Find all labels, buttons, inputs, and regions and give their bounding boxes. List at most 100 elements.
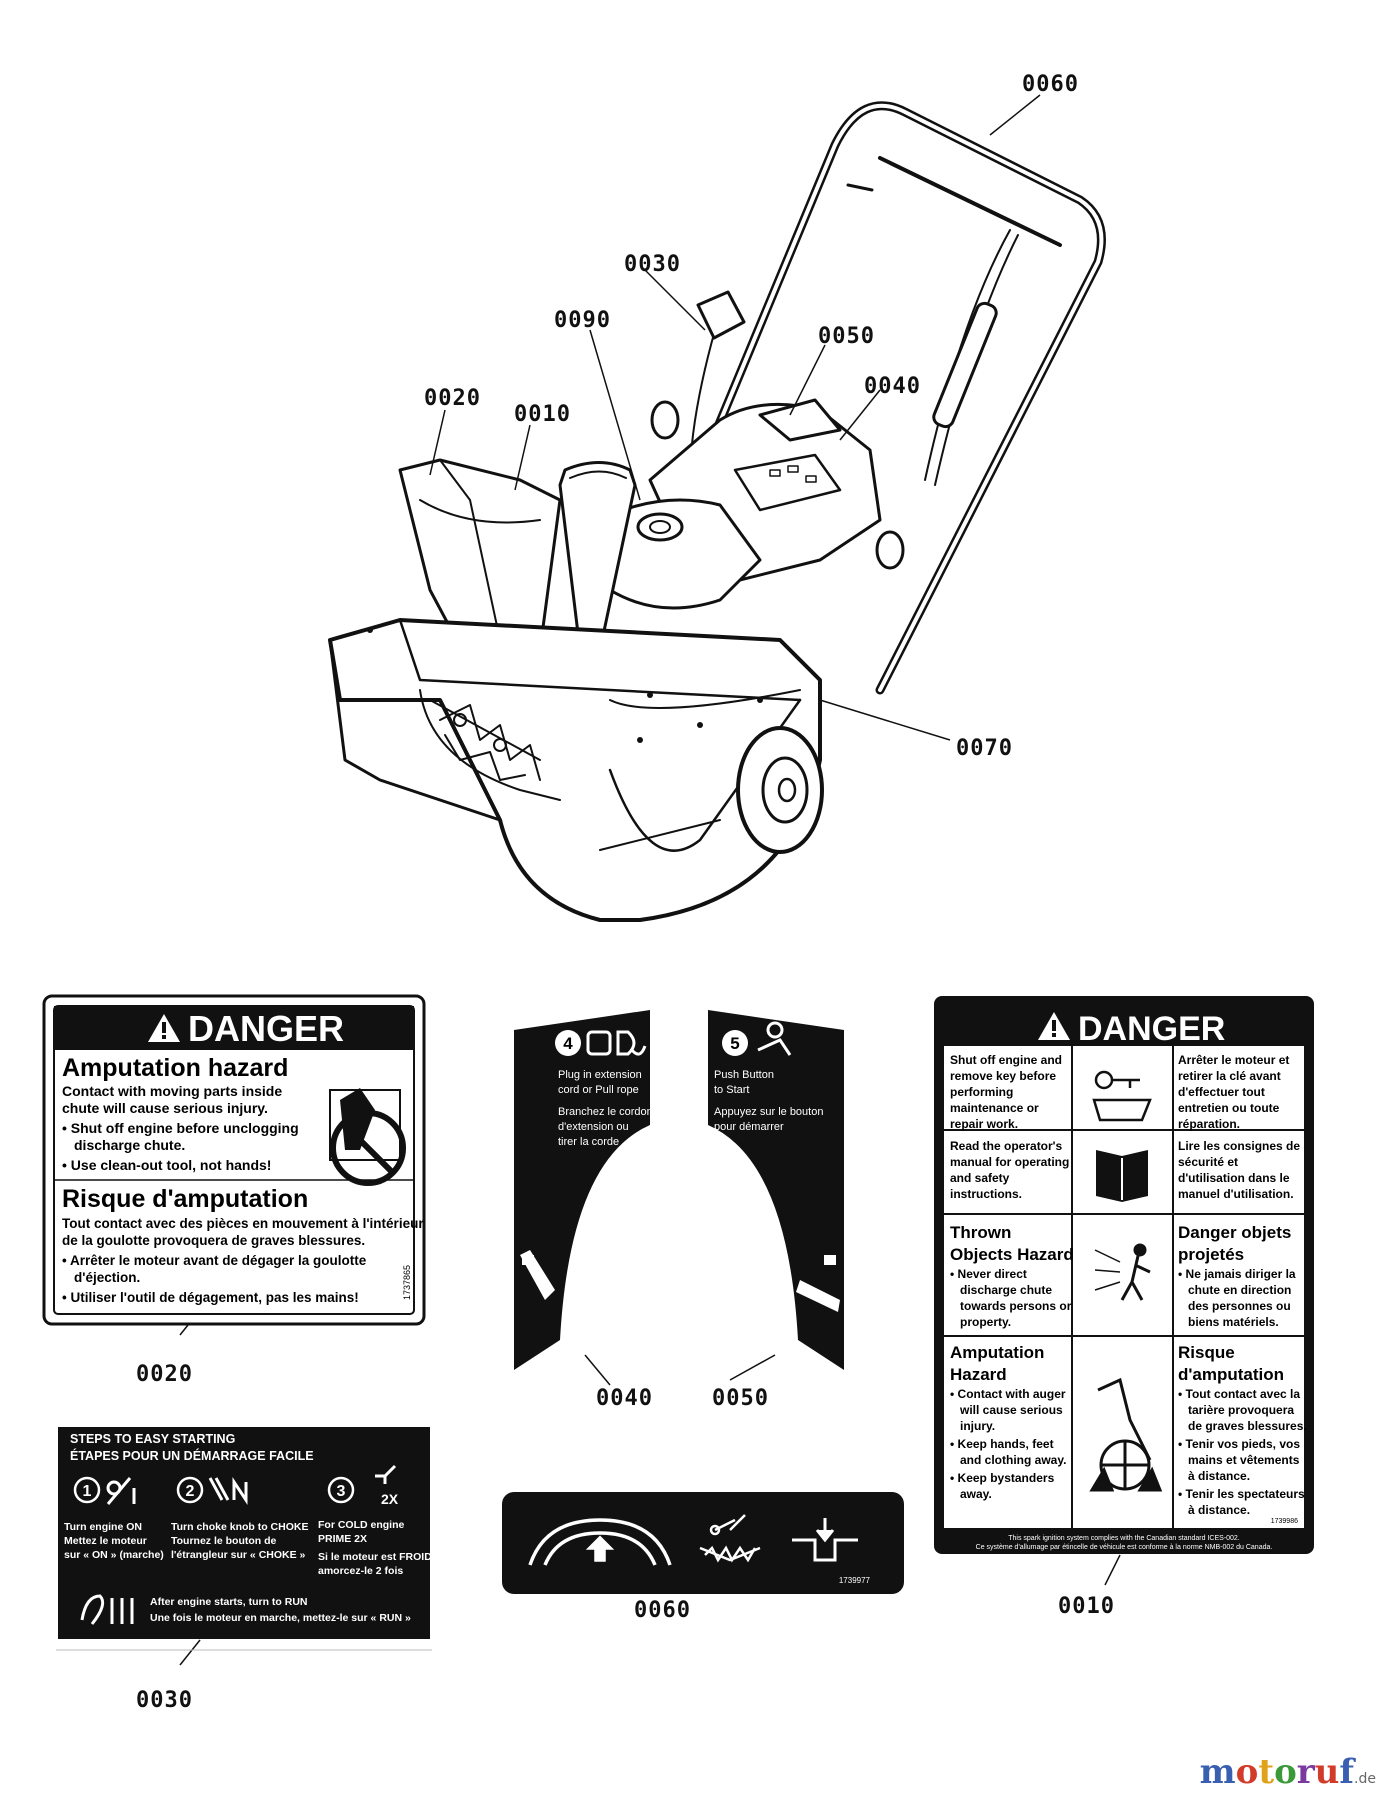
decal-0030-title-fr: ÉTAPES POUR UN DÉMARRAGE FACILE — [70, 1448, 314, 1463]
decal-0030-c1-1: Mettez le moteur — [64, 1535, 147, 1547]
decal-0010-r4-fr-7: à distance. — [1188, 1503, 1250, 1517]
brand-logo[interactable]: motoruf.de — [1200, 1752, 1376, 1792]
decal-0030-c3-1: PRIME 2X — [318, 1533, 367, 1545]
decal-0010-r4-en-2: injury. — [960, 1419, 995, 1433]
callout-0030-decal: 0030 — [136, 1688, 193, 1713]
decal-0010-r4-fr-0: • Tout contact avec la — [1178, 1387, 1300, 1401]
decal-0010-r2-fr-2: d'utilisation dans le — [1178, 1171, 1290, 1185]
decal-0020-part-no: 1737865 — [402, 1265, 412, 1300]
primer-icon — [375, 1464, 397, 1484]
brand-letter: r — [1296, 1752, 1315, 1792]
callout-0070-housing: 0070 — [956, 736, 1013, 761]
decal-0050-fr2: pour démarrer — [714, 1121, 784, 1133]
decal-0020-header: DANGER — [188, 1008, 344, 1049]
callout-0060-handle: 0060 — [1022, 72, 1079, 97]
brand-letter: m — [1199, 1752, 1236, 1792]
brand-letter: o — [1235, 1752, 1259, 1792]
decal-0030-step-2: 2 — [186, 1483, 195, 1500]
decal-0010-r4-en-6: away. — [960, 1487, 992, 1501]
decal-0040-fr2: d'extension ou — [558, 1121, 629, 1133]
brand-letter: f — [1339, 1752, 1355, 1792]
brand-letter: u — [1314, 1752, 1340, 1792]
snow-thrower-illustration — [328, 101, 1106, 922]
decal-0030-c3-3: amorcez-le 2 fois — [318, 1565, 403, 1577]
callout-0050-decal: 0050 — [712, 1386, 769, 1411]
brand-letter: t — [1258, 1752, 1275, 1792]
decal-0060: 1739977 — [502, 1492, 904, 1594]
decal-0010-r1-en-4: repair work. — [950, 1117, 1018, 1131]
decal-0020-title-fr: Risque d'amputation — [62, 1185, 308, 1213]
decal-0030-after-en: After engine starts, turn to RUN — [150, 1596, 308, 1608]
push-button-icon — [757, 1021, 792, 1056]
decal-0010-r1-fr-2: d'effectuer tout — [1178, 1085, 1265, 1099]
decal-0010-r2-en-0: Read the operator's — [950, 1139, 1063, 1153]
decal-0030-c2-2: l'étrangleur sur « CHOKE » — [171, 1549, 306, 1561]
decal-0010-r3-fr-1: chute en direction — [1188, 1283, 1291, 1297]
decal-0040-en2: cord or Pull rope — [558, 1084, 639, 1096]
callout-0040-decal: 0040 — [596, 1386, 653, 1411]
decal-0050-step: 5 — [730, 1034, 739, 1053]
decal-0010-r4-fr-5: à distance. — [1188, 1469, 1250, 1483]
decal-0010-r4-fr-title-1: d'amputation — [1178, 1365, 1284, 1384]
callout-0020-chute: 0020 — [424, 386, 481, 411]
decal-0020-b1a: • Shut off engine before unclogging — [62, 1120, 299, 1136]
decal-0010-r4-fr-1: tarière provoquera — [1188, 1403, 1294, 1417]
decal-0030-c3-2: Si le moteur est FROID — [318, 1551, 432, 1563]
engine-on-icon — [106, 1477, 136, 1505]
auger-amputation-icon — [1089, 1377, 1163, 1492]
callout-0020-decal: 0020 — [136, 1362, 193, 1387]
callout-0090: 0090 — [554, 308, 611, 333]
decal-0060-part-no: 1739977 — [839, 1576, 871, 1585]
decal-0010-r4-fr-6: • Tenir les spectateurs — [1178, 1487, 1305, 1501]
decal-0010-r4-en-0: • Contact with auger — [950, 1387, 1066, 1401]
decal-0010-r4-fr-3: • Tenir vos pieds, vos — [1178, 1437, 1300, 1451]
decal-0010-r3-fr-title-0: Danger objets — [1178, 1223, 1291, 1242]
callout-0040-engine: 0040 — [864, 374, 921, 399]
handle-grip-icon — [528, 1518, 672, 1566]
decal-0020-line2: chute will cause serious injury. — [62, 1100, 268, 1116]
decal-0030-c1-2: sur « ON » (marche) — [64, 1549, 164, 1561]
decal-0010-r1-fr-0: Arrêter le moteur et — [1178, 1053, 1289, 1067]
decal-0010-r3-en-title-0: Thrown — [950, 1223, 1011, 1242]
decal-0010-r4-fr-title-0: Risque — [1178, 1343, 1235, 1362]
decal-0010-footer-1: This spark ignition system complies with… — [1008, 1535, 1240, 1542]
decal-0010-r4-fr-2: de graves blessures. — [1188, 1419, 1307, 1433]
decal-0010-r3-fr-2: des personnes ou — [1188, 1299, 1291, 1313]
callout-0030-control: 0030 — [624, 252, 681, 277]
decal-0010-r1-fr-1: retirer la clé avant — [1178, 1069, 1281, 1083]
decal-0030-step-1: 1 — [83, 1483, 92, 1500]
decal-0010-r1-en-2: performing — [950, 1085, 1013, 1099]
decal-0010-r2-fr-1: sécurité et — [1178, 1155, 1238, 1169]
decal-0010-r4-en-title-1: Hazard — [950, 1365, 1007, 1384]
auger-engage-icon — [699, 1514, 761, 1563]
decal-0050: 5 Push Button to Start Appuyez sur le bo… — [708, 1010, 844, 1370]
callout-0060-decal: 0060 — [634, 1598, 691, 1623]
decal-0030-c2-0: Turn choke knob to CHOKE — [171, 1521, 308, 1533]
run-icon — [80, 1594, 134, 1625]
decal-0010-r1-en-1: remove key before — [950, 1069, 1056, 1083]
decal-0010-r1-en-3: maintenance or — [950, 1101, 1039, 1115]
decal-0010-r2-fr-3: manuel d'utilisation. — [1178, 1187, 1294, 1201]
push-down-icon — [792, 1518, 858, 1562]
decal-0010-r2-en-1: manual for operating — [950, 1155, 1069, 1169]
decal-0010-r4-en-4: and clothing away. — [960, 1453, 1066, 1467]
decal-0040-step: 4 — [563, 1034, 573, 1053]
decal-0010-r4-en-3: • Keep hands, feet — [950, 1437, 1054, 1451]
decal-0010-r2-fr-0: Lire les consignes de — [1178, 1139, 1300, 1153]
decal-0010: DANGER Shut off engine and remove key be… — [934, 996, 1314, 1554]
decal-0010-footer-2: Ce système d'allumage par étincelle de v… — [976, 1544, 1273, 1551]
decal-0010-r3-en-0: • Never direct — [950, 1267, 1027, 1281]
decal-0030-title-en: STEPS TO EASY STARTING — [70, 1432, 235, 1446]
callout-0050-engine: 0050 — [818, 324, 875, 349]
decal-0010-r1-fr-4: réparation. — [1178, 1117, 1240, 1131]
decal-0010-r4-en-5: • Keep bystanders — [950, 1471, 1055, 1485]
decal-0030-c2-1: Tournez le bouton de — [171, 1535, 277, 1547]
decal-0020-b2: • Use clean-out tool, not hands! — [62, 1157, 271, 1173]
decal-0020-title-en: Amputation hazard — [62, 1054, 288, 1082]
decal-0040-fr3: tirer la corde — [558, 1136, 619, 1148]
decal-0020-fr2: de la goulotte provoquera de graves bles… — [62, 1233, 365, 1248]
decal-0010-r3-en-2: towards persons or — [960, 1299, 1072, 1313]
decal-0010-r2-en-3: instructions. — [950, 1187, 1022, 1201]
decal-0050-fr1: Appuyez sur le bouton — [714, 1106, 823, 1118]
